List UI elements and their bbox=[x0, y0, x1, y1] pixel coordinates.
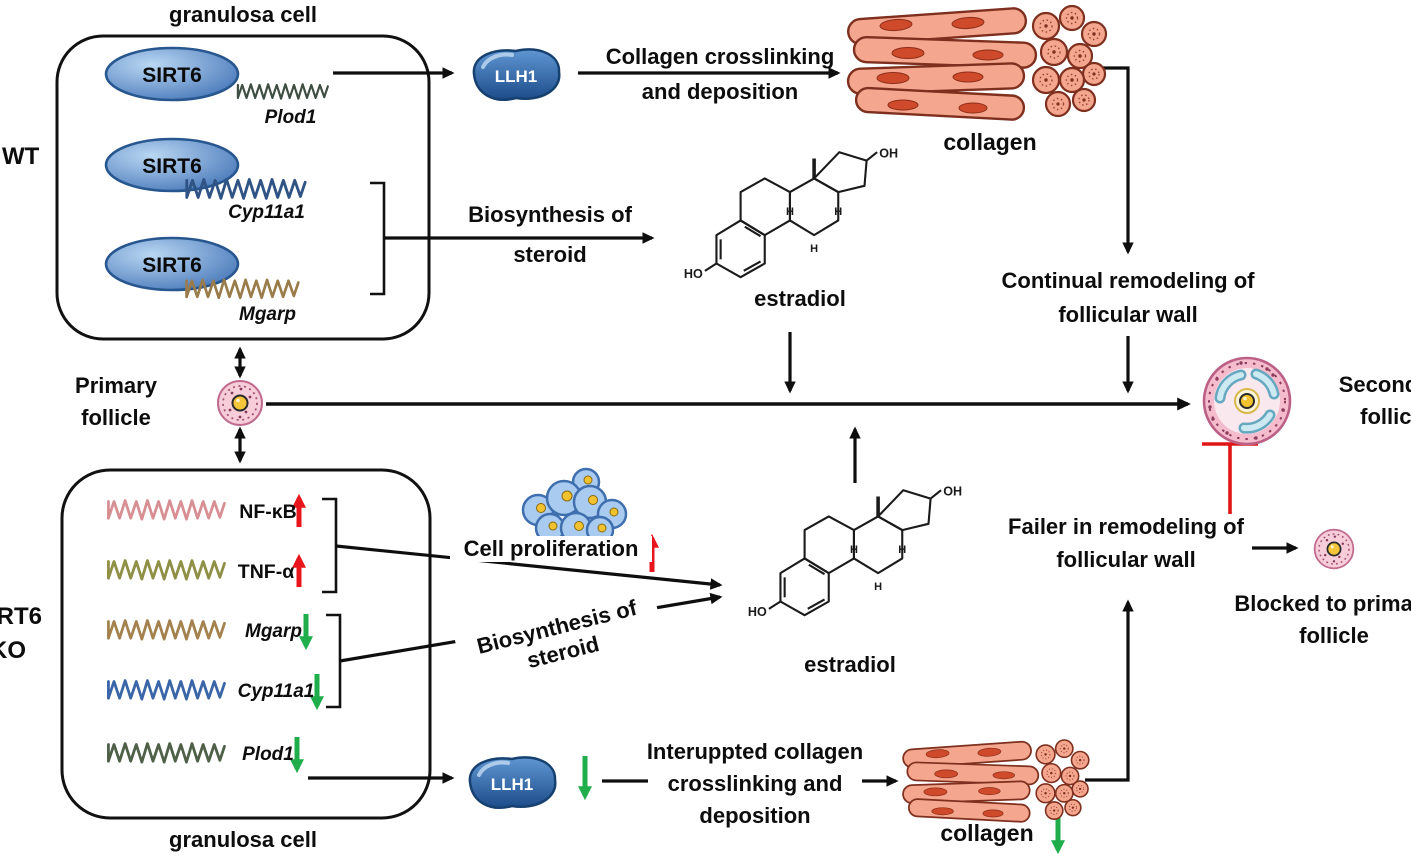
blocked-line2: follicle bbox=[1299, 623, 1369, 648]
cyp11a1-ko-gene-icon bbox=[106, 679, 226, 701]
llh1-enzyme-top bbox=[471, 47, 562, 102]
interrupted-line3: deposition bbox=[678, 803, 832, 829]
estradiol-label-top: estradiol bbox=[754, 286, 846, 311]
gene-label-plod1: Plod1 bbox=[264, 107, 317, 128]
plod1-ko-gene-icon bbox=[106, 742, 226, 764]
collagen-step-line1: Collagen crosslinking bbox=[605, 44, 835, 69]
mgarp-ko-gene-icon bbox=[106, 619, 226, 641]
gene-label-mgarp-ko: Mgarp bbox=[245, 621, 302, 642]
tnfa-gene-icon bbox=[106, 559, 226, 581]
failure-line2: follicular wall bbox=[1056, 547, 1196, 572]
top-cell-title: granulosa cell bbox=[169, 2, 317, 27]
estradiol-structure-top bbox=[682, 144, 900, 283]
primary-follicle-line2: follicle bbox=[81, 405, 151, 430]
arrow-inflammation-to-estradiol bbox=[335, 544, 723, 590]
sirt6-protein-3 bbox=[104, 236, 240, 292]
bracket-bottom-steroid-genes bbox=[326, 613, 342, 709]
bracket-inflammation-genes bbox=[322, 497, 338, 594]
bottom-granulosa-cell-membrane bbox=[60, 468, 432, 820]
collagen-step-line2: and deposition bbox=[641, 79, 799, 104]
top-granulosa-cell-membrane bbox=[55, 34, 431, 341]
arrow-collagen-to-remodeling bbox=[1102, 66, 1134, 255]
primary-follicle-icon bbox=[217, 380, 263, 426]
collagen-label-bottom: collagen bbox=[940, 820, 1034, 846]
ko-label: SIRT6 KO bbox=[0, 600, 48, 668]
plod1-gene-icon bbox=[236, 82, 330, 101]
cell-proliferation-label: Cell proliferation bbox=[450, 536, 652, 562]
bottom-cell-title: granulosa cell bbox=[169, 827, 317, 852]
llh1-enzyme-bottom bbox=[467, 755, 558, 810]
grouping-brackets bbox=[322, 181, 386, 709]
estradiol-structure-bottom bbox=[746, 482, 964, 621]
regulation-arrows bbox=[290, 493, 1065, 855]
arrow-collagen-to-failure bbox=[1085, 599, 1134, 782]
nfkb-gene-icon bbox=[106, 499, 226, 521]
arrows bbox=[234, 66, 1299, 787]
cell-proliferation-cluster bbox=[521, 467, 628, 545]
collagen-bundle-bottom bbox=[901, 739, 1090, 824]
failure-line1: Failer in remodeling of bbox=[1008, 514, 1244, 539]
collagen-label-top: collagen bbox=[943, 129, 1037, 155]
gene-label-nfkb: NF-κB bbox=[239, 501, 297, 523]
secondary-follicle-line2: follicle bbox=[1360, 404, 1411, 429]
sirt6-protein-1 bbox=[104, 46, 240, 102]
gene-label-tnfa: TNF-α bbox=[237, 561, 295, 583]
remodeling-line2: follicular wall bbox=[1058, 302, 1198, 327]
remodeling-line1: Continual remodeling of bbox=[1001, 268, 1255, 293]
biosynthesis-top-line1: Biosynthesis of bbox=[468, 202, 632, 227]
mgarp-gene-icon bbox=[185, 278, 300, 300]
secondary-follicle-icon bbox=[1204, 358, 1290, 444]
gene-label-mgarp: Mgarp bbox=[239, 304, 296, 325]
sirt6-protein-2 bbox=[104, 137, 240, 193]
ko-label-line2: KO bbox=[0, 637, 26, 664]
ko-label-line1: SIRT6 bbox=[0, 603, 42, 630]
gene-label-plod1-ko: Plod1 bbox=[242, 744, 294, 765]
gene-label-cyp11a1-ko: Cyp11a1 bbox=[237, 681, 315, 702]
gene-label-cyp11a1: Cyp11a1 bbox=[228, 202, 305, 223]
inhibition-tbar bbox=[1202, 442, 1258, 514]
blocked-follicle-icon bbox=[1313, 528, 1355, 570]
interrupted-line2: crosslinking and bbox=[648, 771, 862, 797]
blocked-line1: Blocked to primary bbox=[1234, 591, 1411, 616]
interrupted-line1: Interuppted collagen bbox=[620, 739, 890, 765]
wt-label: WT bbox=[2, 143, 40, 170]
estradiol-label-bottom: estradiol bbox=[804, 652, 896, 677]
secondary-follicle-line1: Secondary bbox=[1338, 372, 1411, 397]
biosynthesis-top-line2: steroid bbox=[513, 242, 587, 267]
primary-follicle-line1: Primary bbox=[75, 373, 157, 398]
bracket-top-steroid-genes bbox=[370, 181, 386, 296]
collagen-bundle-top bbox=[846, 4, 1108, 122]
